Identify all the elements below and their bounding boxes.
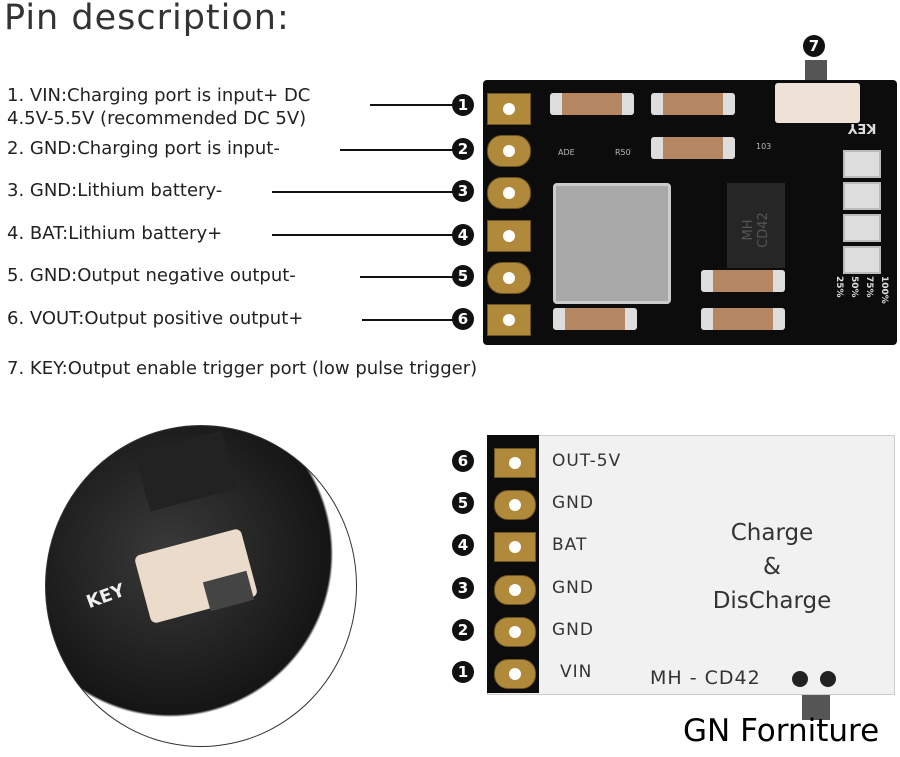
capacitor	[651, 93, 735, 115]
bottom-pin-label: GND	[552, 620, 594, 640]
chip-label: MH CD42	[741, 212, 771, 248]
pin-number-badge-3: 3	[452, 180, 474, 202]
bottom-pad	[494, 532, 536, 562]
pin-4-description: 4. BAT:Lithium battery+	[7, 223, 223, 244]
led-indicator	[843, 214, 881, 242]
charge-discharge-text: Charge & DisCharge	[713, 516, 832, 618]
key-switch	[775, 83, 860, 123]
bottom-pin-label: GND	[552, 578, 594, 598]
bottom-pin-number-badge: 5	[452, 492, 474, 514]
charge-line: Charge	[730, 520, 814, 546]
watermark: GN Forniture	[683, 713, 880, 749]
key-silkscreen-closeup: KEY	[83, 579, 128, 614]
pin-3-description: 3. GND:Lithium battery-	[7, 180, 223, 201]
level-100: 100%	[879, 276, 889, 304]
pin-1-line1: 1. VIN:Charging port is input+ DC	[7, 85, 311, 106]
bottom-pin-number-badge: 6	[452, 450, 474, 472]
label-area	[539, 572, 639, 606]
bottom-pad	[494, 448, 536, 478]
ampersand-line: &	[763, 554, 781, 580]
pin-number-badge-6: 6	[452, 308, 474, 330]
led-indicator	[843, 182, 881, 210]
bottom-pin-number-badge: 1	[452, 661, 474, 683]
bottom-pin-number-badge: 3	[452, 577, 474, 599]
bottom-pin-label: GND	[552, 493, 594, 513]
leader-line-1	[370, 104, 455, 106]
key-switch-knob	[805, 60, 827, 86]
closeup-photo: KEY	[45, 425, 357, 747]
label-area	[539, 656, 639, 690]
chip-closeup	[134, 430, 238, 512]
resistor-label: ADE	[558, 148, 575, 157]
chip-mh-cd42: MH CD42	[727, 183, 785, 268]
pad-4	[487, 220, 531, 252]
page-title: Pin description:	[4, 0, 290, 38]
pin-7-description: 7. KEY:Output enable trigger port (low p…	[7, 358, 478, 379]
capacitor	[701, 270, 785, 292]
pin-number-badge-7: 7	[803, 35, 825, 57]
capacitor	[550, 93, 634, 115]
resistor-label: 103	[756, 142, 772, 151]
leader-line-6	[362, 319, 455, 321]
pad-6	[487, 304, 531, 336]
pad-3	[487, 177, 531, 209]
label-area	[539, 529, 639, 563]
discharge-line: DisCharge	[712, 588, 832, 614]
pad-2	[487, 135, 531, 167]
pcb-top-view: ADE R50 103 KEY 100% 75% 50% 25%	[483, 80, 897, 345]
via-hole	[792, 671, 808, 687]
pin-6-description: 6. VOUT:Output positive output+	[7, 308, 304, 329]
pin-number-badge-1: 1	[452, 94, 474, 116]
model-label: MH - CD42	[650, 667, 761, 689]
led-indicator	[843, 150, 881, 178]
bottom-pad	[494, 490, 536, 520]
level-75: 75%	[864, 276, 874, 298]
leader-line-2	[340, 149, 455, 151]
resistor-label: R50	[615, 148, 631, 157]
pin-1-description: 1. VIN:Charging port is input+ DC 4.5V-5…	[7, 84, 310, 130]
key-switch-bottom	[802, 695, 830, 720]
bottom-pin-number-badge: 4	[452, 534, 474, 556]
bottom-pin-number-badge: 2	[452, 619, 474, 641]
label-area	[539, 614, 639, 648]
bottom-pad	[494, 659, 536, 689]
label-area	[539, 445, 639, 479]
leader-line-3	[272, 191, 455, 193]
bottom-pin-label: BAT	[552, 535, 588, 555]
capacitor	[701, 308, 785, 330]
leader-line-5	[360, 276, 455, 278]
via-hole	[820, 671, 836, 687]
pin-number-badge-5: 5	[452, 265, 474, 287]
level-50: 50%	[849, 276, 859, 298]
bottom-pad	[494, 575, 536, 605]
bottom-pin-label: OUT-5V	[552, 451, 622, 471]
pin-2-description: 2. GND:Charging port is input-	[7, 138, 280, 159]
pad-5	[487, 262, 531, 294]
pin-1-line2: 4.5V-5.5V (recommended DC 5V)	[7, 108, 307, 129]
inductor	[553, 183, 671, 304]
pin-5-description: 5. GND:Output negative output-	[7, 265, 296, 286]
capacitor	[553, 308, 637, 330]
bottom-pin-label: VIN	[560, 662, 593, 682]
led-indicator	[843, 246, 881, 274]
pcb-pin-strip	[487, 435, 539, 693]
pin-number-badge-2: 2	[452, 138, 474, 160]
capacitor	[651, 137, 735, 159]
pad-1	[487, 93, 531, 125]
bottom-pad	[494, 617, 536, 647]
level-labels: 100% 75% 50% 25%	[831, 276, 891, 304]
pin-number-badge-4: 4	[452, 224, 474, 246]
label-area	[539, 487, 639, 521]
level-25: 25%	[834, 276, 844, 298]
leader-line-4	[272, 234, 455, 236]
